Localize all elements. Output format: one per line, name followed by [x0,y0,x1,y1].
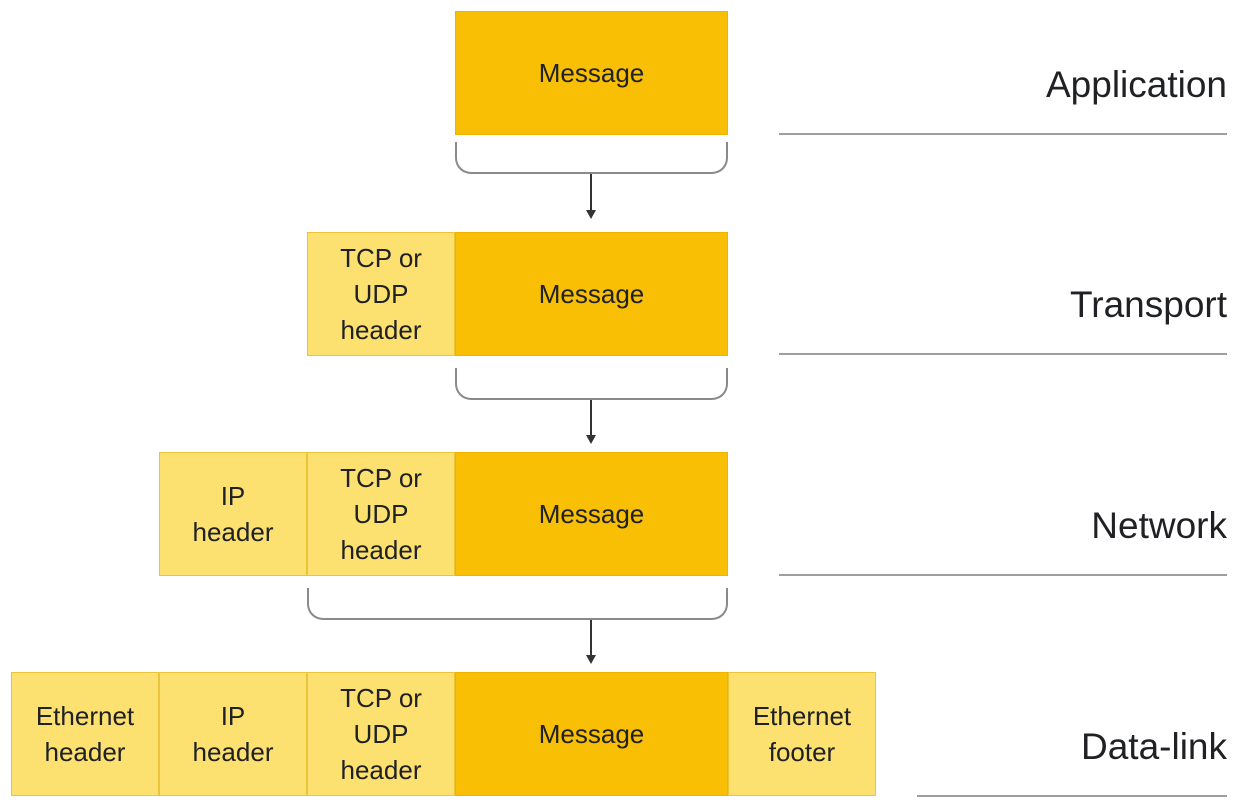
ethernet-footer-block: Ethernet footer [728,672,876,796]
ip-header-block: IP header [159,672,307,796]
data-link-row: Ethernet header IP header TCP or UDP hea… [11,672,876,796]
arrow-down-icon [586,655,596,664]
transport-row: TCP or UDP header Message [307,232,728,356]
tcp-udp-header-block: TCP or UDP header [307,672,455,796]
message-block: Message [455,452,728,576]
ip-header-block: IP header [159,452,307,576]
bracket-transport [455,368,728,400]
ethernet-header-block: Ethernet header [11,672,159,796]
bracket-application [455,142,728,174]
network-row: IP header TCP or UDP header Message [159,452,728,576]
layer-label-application: Application [1045,64,1227,105]
arrow-down-icon [586,435,596,444]
divider-data-link [917,795,1227,797]
layer-label-network: Network [1091,505,1227,546]
application-row: Message [455,11,728,135]
divider-transport [779,353,1227,355]
arrow-down-icon [586,210,596,219]
message-block: Message [455,11,728,135]
layer-label-data-link: Data-link [1081,726,1227,767]
tcp-udp-header-block: TCP or UDP header [307,232,455,356]
message-block: Message [455,232,728,356]
layer-label-transport: Transport [1070,284,1227,325]
message-block: Message [455,672,728,796]
tcp-udp-header-block: TCP or UDP header [307,452,455,576]
arrow-line-1 [590,174,592,210]
arrow-line-3 [590,620,592,655]
arrow-line-2 [590,400,592,435]
divider-network [779,574,1227,576]
divider-application [779,133,1227,135]
bracket-network [307,588,728,620]
